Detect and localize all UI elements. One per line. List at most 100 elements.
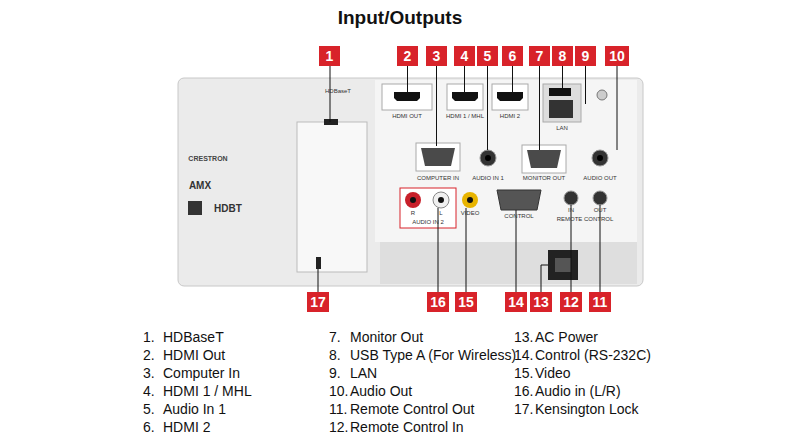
vga-port [527,150,561,168]
callout-box: 5 [477,46,498,66]
leader-line [487,66,488,150]
vga-bezel [522,145,566,173]
vga-bezel [416,143,460,171]
callout-number: 2 [404,48,412,64]
list-item: HDBaseT [163,330,224,345]
rca-hole [438,197,444,203]
leader-line [466,208,467,292]
list-number: 5. [143,402,155,417]
port-label: AUDIO OUT [583,175,616,182]
callout-box: 16 [427,292,449,312]
list-number: 6. [143,420,155,435]
list-item: Video [535,366,571,381]
audio-jack-hole [485,155,491,161]
port-label: AUDIO IN 1 [472,175,504,182]
list-item: Audio in (L/R) [535,384,621,399]
port-label: L [439,210,442,217]
leader-line [562,66,563,88]
port-area [375,80,637,242]
callout-number: 7 [536,48,544,64]
callout-number: 16 [430,294,446,310]
hdmi-port [497,92,523,101]
kensington-slot [316,257,321,269]
port-label: CONTROL [504,213,533,220]
rca-hole [410,197,416,203]
list-number: 14. [514,348,533,363]
hdmi-bezel [492,84,528,110]
port-label: OUT [594,207,607,214]
vga-port [421,148,455,166]
lower-panel [380,242,637,284]
list-number: 11. [329,402,347,417]
leader-line [585,66,586,104]
brand-logo: HDBT [214,203,242,214]
callout-box: 10 [605,46,629,66]
list-number: 13. [514,330,533,345]
list-item: Control (RS-232C) [535,348,651,363]
port-label: HDMI 2 [500,113,520,120]
list-item: LAN [350,366,377,381]
callout-number: 14 [508,294,524,310]
callout-box: 9 [575,46,596,66]
list-item: Monitor Out [350,330,423,345]
callout-number: 3 [433,48,441,64]
usb-lan-block [543,84,581,122]
list-number: 7. [329,330,341,345]
ac-inlet-pins [555,258,571,272]
projector-body [178,78,643,286]
hdbaset-flap [297,122,367,272]
wireless-indicator [597,90,607,100]
callout-box: 15 [455,292,477,312]
list-number: 1. [143,330,155,345]
list-number: 9. [329,366,341,381]
leader-line [539,66,540,150]
callout-box: 11 [589,292,611,312]
rca-yellow [462,192,478,208]
callout-box: 8 [552,46,573,66]
brand-logo: CRESTRON [188,155,227,163]
port-label: HDBaseT [325,88,351,95]
port-label: HDMI 1 / MHL [446,113,484,120]
callout-box: 17 [307,292,329,312]
port-label: VIDEO [461,210,480,217]
rca-red [405,192,421,208]
leader-line [436,66,437,146]
list-number: 2. [143,348,155,363]
list-number: 4. [143,384,155,399]
leader-line [464,66,465,92]
callout-number: 5 [484,48,492,64]
list-item: AC Power [535,330,598,345]
hdmi-port [394,92,420,101]
callout-box: 4 [454,46,475,66]
leader-line [318,269,319,292]
callout-number: 8 [559,48,567,64]
db9-port [497,190,541,210]
flap-notch [324,119,338,125]
list-item: USB Type A (For Wireless) [350,348,516,363]
callout-number: 11 [593,294,608,310]
audio-jack-hole [597,155,603,161]
callout-box: 12 [560,292,582,312]
diagram-title: Input/Outputs [0,7,800,29]
leader-line [512,66,513,92]
list-item: Audio In 1 [163,402,226,417]
port-label: COMPUTER IN [417,175,459,182]
port-label: AUDIO IN 2 [412,219,444,226]
list-number: 15. [514,366,533,381]
port-label: R [411,210,415,217]
leader-line [617,66,618,150]
port-label: MONITOR OUT [523,175,566,182]
list-item: Audio Out [350,384,412,399]
rca-hole [467,197,473,203]
callout-number: 12 [563,294,579,310]
brand-logo: AMX [189,180,211,191]
list-item: HDMI Out [163,348,225,363]
port-label: REMOTE CONTROL [557,216,614,223]
callout-box: 1 [319,46,340,66]
usb-port [549,88,571,96]
port-label: IN [568,207,574,214]
lan-port [549,100,573,118]
leader-line [541,265,548,292]
audio-in-2-frame [400,188,456,228]
